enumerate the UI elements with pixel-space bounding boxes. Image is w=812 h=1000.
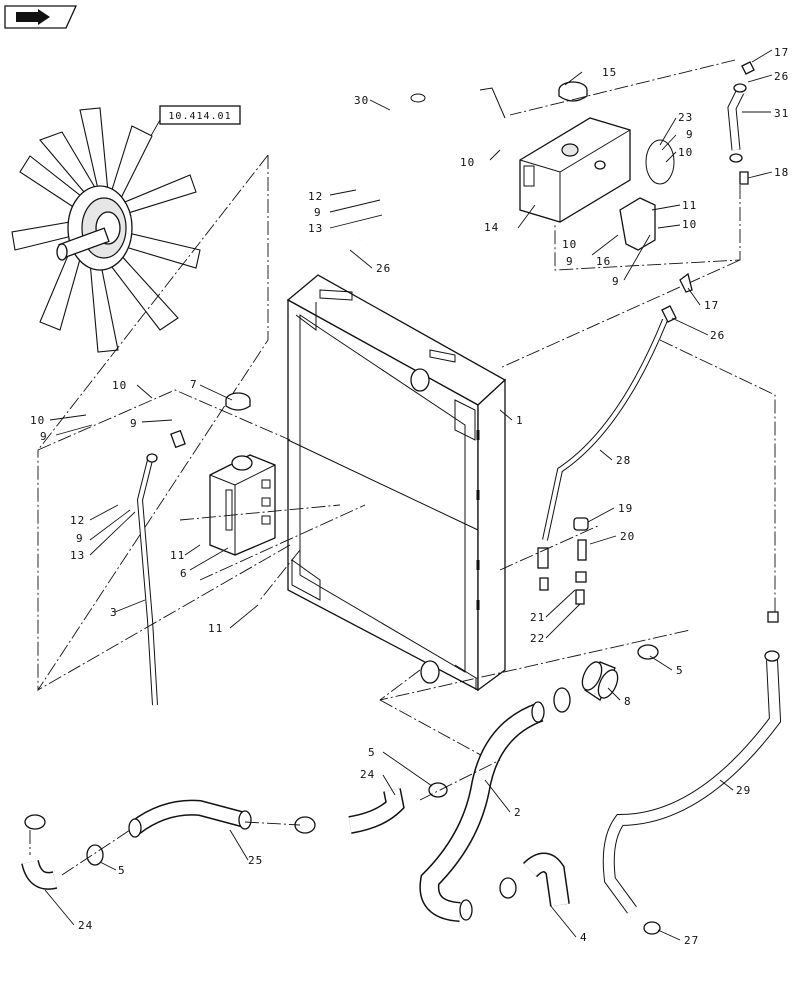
radiator	[286, 274, 507, 692]
callout-12a: 12	[308, 190, 323, 203]
callout-12b: 12	[70, 514, 85, 527]
callout-9a: 9	[686, 128, 694, 141]
leader-lines	[44, 49, 773, 941]
callout-9b: 9	[314, 206, 322, 219]
callout-9f: 9	[130, 417, 138, 430]
callout-7: 7	[190, 378, 198, 391]
reference-box-text: 10.414.01	[168, 111, 231, 122]
callout-18: 18	[774, 166, 789, 179]
callout-17a: 17	[774, 46, 789, 59]
callout-10a: 10	[678, 146, 693, 159]
callout-10c: 10	[682, 218, 697, 231]
callout-10b: 10	[460, 156, 475, 169]
expansion-tank	[209, 454, 276, 556]
callout-20: 20	[620, 530, 635, 543]
callout-9e: 9	[40, 430, 48, 443]
callout-24a: 24	[360, 768, 375, 781]
callout-14: 14	[484, 221, 499, 234]
callout-19: 19	[618, 502, 633, 515]
callout-11a: 11	[682, 199, 697, 212]
callout-9c: 9	[566, 255, 574, 268]
callout-5c: 5	[118, 864, 126, 877]
callout-5a: 5	[676, 664, 684, 677]
callout-30: 30	[354, 94, 369, 107]
callout-3: 3	[110, 606, 118, 619]
callout-11c: 11	[208, 622, 223, 635]
hose-8	[581, 661, 619, 701]
callout-31: 31	[774, 107, 789, 120]
callout-17b: 17	[704, 299, 719, 312]
callout-9g: 9	[76, 532, 84, 545]
callout-8: 8	[624, 695, 632, 708]
callout-11b: 11	[170, 549, 185, 562]
callout-27: 27	[684, 934, 699, 947]
callout-23: 23	[678, 111, 693, 124]
callout-10f: 10	[30, 414, 45, 427]
callout-22: 22	[530, 632, 545, 645]
callout-26b: 26	[376, 262, 391, 275]
callout-24b: 24	[78, 919, 93, 932]
callout-5b: 5	[368, 746, 376, 759]
callout-29: 29	[736, 784, 751, 797]
callout-9d: 9	[612, 275, 620, 288]
callout-4: 4	[580, 931, 588, 944]
cooling-fan	[11, 107, 201, 353]
coolant-tank	[519, 117, 631, 223]
tank-cap	[558, 81, 588, 102]
callout-10e: 10	[112, 379, 127, 392]
navigation-arrow-icon[interactable]	[4, 5, 78, 29]
callout-21: 21	[530, 611, 545, 624]
callout-13a: 13	[308, 222, 323, 235]
reference-box[interactable]: 10.414.01	[139, 105, 241, 156]
tank-bracket	[619, 197, 656, 251]
radiator-cap	[225, 392, 251, 411]
callout-15: 15	[602, 66, 617, 79]
callout-2: 2	[514, 806, 522, 819]
callout-1: 1	[516, 414, 524, 427]
callout-26c: 26	[710, 329, 725, 342]
callout-26a: 26	[774, 70, 789, 83]
callout-25: 25	[248, 854, 263, 867]
clamp-23	[645, 139, 675, 185]
callout-13b: 13	[70, 549, 85, 562]
callout-10d: 10	[562, 238, 577, 251]
callout-6: 6	[180, 567, 188, 580]
callout-28: 28	[616, 454, 631, 467]
callout-16: 16	[596, 255, 611, 268]
